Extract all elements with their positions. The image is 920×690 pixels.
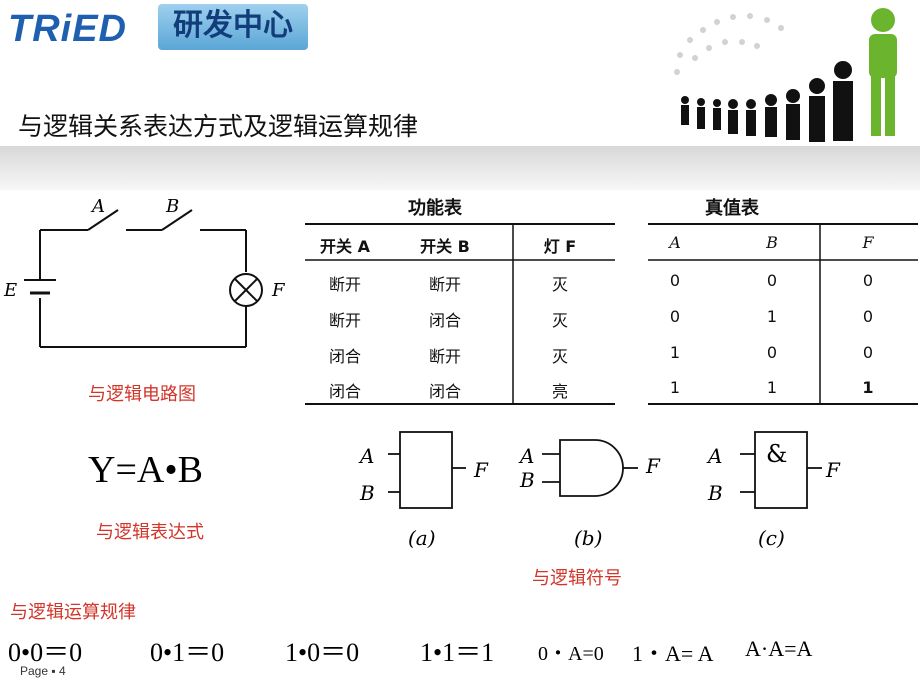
symbols-caption: 与逻辑符号 [532,568,622,589]
page-number: Page ▪ 4 [20,664,66,678]
page-title: 与逻辑关系表达方式及逻辑运算规律 [18,112,419,141]
function-header-f: 灯 F [543,237,577,256]
function-cell: 断开 [328,275,361,294]
gate-a-output: F [474,458,488,482]
title-band [0,146,920,190]
function-cell: 灭 [551,311,568,330]
truth-table-title: 真值表 [705,198,759,219]
truth-header-f: F [862,233,874,252]
logo-subtitle: 研发中心 [173,8,293,43]
and-expression: Y=A•B [88,449,203,491]
truth-cell: 0 [862,271,874,290]
truth-cell: 0 [669,271,681,290]
truth-cell: 1 [669,343,681,362]
gate-a-label: (a) [408,526,436,550]
rules-caption: 与逻辑运算规律 [10,602,136,623]
function-header-b: 开关 B [420,237,470,256]
lamp-label: F [272,280,285,301]
circuit-caption: 与逻辑电路图 [88,384,196,405]
function-table-lines [305,223,615,405]
truth-cell: 1 [766,307,778,326]
people-decoration-icon [674,8,897,142]
and-circuit-diagram [24,209,263,348]
truth-cell: 1 [669,378,681,397]
function-header-a: 开关 A [320,237,370,256]
function-cell: 亮 [551,382,568,401]
function-cell: 断开 [428,275,461,294]
logo-subtitle-banner: 研发中心 [158,4,308,50]
function-table-title: 功能表 [408,198,462,219]
truth-cell: 0 [766,271,778,290]
truth-cell: 1 [766,378,778,397]
truth-table-lines [648,223,918,405]
truth-cell: 1 [862,378,874,397]
gate-b-label: (b) [574,526,603,550]
gate-b-output: F [646,454,660,478]
truth-cell: 0 [766,343,778,362]
rule-item: 1・A= A [632,641,714,666]
rule-item: 0・A=0 [538,643,604,665]
gate-c-label: (c) [758,526,785,550]
truth-header-a: A [669,233,681,252]
gate-b-input-a: A [520,444,535,468]
switch-a-label: A [92,196,105,217]
rule-item: 0•0＝0 [8,638,83,667]
function-cell: 断开 [328,311,361,330]
function-cell: 闭合 [428,311,461,330]
rule-item: A·A=A [745,636,813,661]
logo: TRiED [8,8,127,50]
truth-header-b: B [766,233,778,252]
and-gate-symbols [388,431,822,509]
gate-a-input-b: B [360,481,375,505]
gate-c-ampersand: & [766,440,788,468]
gate-a-input-a: A [360,444,375,468]
gate-c-output: F [826,458,840,482]
function-cell: 灭 [551,347,568,366]
rule-item: 1•0＝0 [285,638,360,667]
function-cell: 灭 [551,275,568,294]
truth-cell: 0 [862,343,874,362]
source-label: E [4,280,18,301]
function-cell: 闭合 [428,382,461,401]
rule-item: 1•1＝1 [420,638,495,667]
function-cell: 断开 [428,347,461,366]
function-cell: 闭合 [328,382,361,401]
rule-item: 0•1＝0 [150,638,225,667]
gate-c-input-a: A [708,444,723,468]
gate-b-input-b: B [520,468,535,492]
function-cell: 闭合 [328,347,361,366]
switch-b-label: B [166,196,180,217]
gate-c-input-b: B [708,481,723,505]
expression-caption: 与逻辑表达式 [96,522,204,543]
truth-cell: 0 [669,307,681,326]
truth-cell: 0 [862,307,874,326]
